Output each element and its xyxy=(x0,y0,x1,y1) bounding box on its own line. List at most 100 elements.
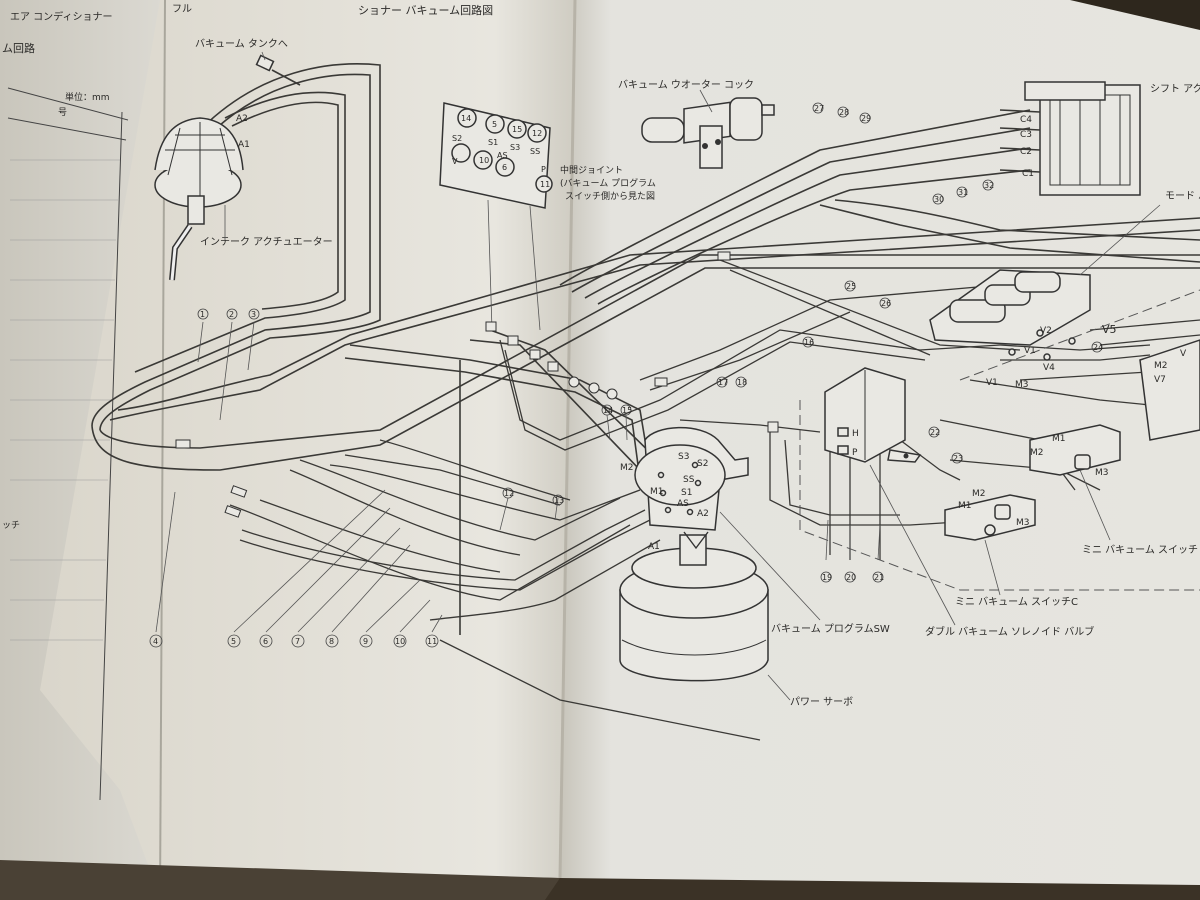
callout-16: 16 xyxy=(804,338,814,347)
power-servo-label: パワー サーボ xyxy=(790,696,853,708)
program-port-as: AS xyxy=(677,499,689,509)
mini-vacuum-switch-c xyxy=(944,494,1036,541)
callout-10: 10 xyxy=(395,637,405,646)
joint-note-1: 中間ジョイント xyxy=(560,164,623,176)
water-cock-label: バキューム ウオーター コック xyxy=(618,79,754,91)
shift-actuator xyxy=(999,81,1141,196)
callout-9: 9 xyxy=(363,637,368,646)
pin-s2: S2 xyxy=(452,134,462,143)
book-spine xyxy=(558,0,577,879)
callout-18: 18 xyxy=(737,378,747,387)
vacuum-tank-label: バキューム タンクへ xyxy=(195,38,288,50)
program-port-s2: S2 xyxy=(697,459,708,469)
callout-20: 20 xyxy=(846,573,856,582)
callout-30: 30 xyxy=(934,195,944,204)
callout-15: 15 xyxy=(622,406,632,415)
mode-actuator xyxy=(929,269,1091,361)
callout-24: 24 xyxy=(1093,343,1103,352)
mode-actuator-label: モード バキ xyxy=(1165,190,1200,202)
mini-right-port-m2: M2 xyxy=(1030,448,1044,458)
mode-port-v2: V2 xyxy=(1040,326,1052,336)
unit-label: 単位：mm xyxy=(65,91,110,103)
callout-22: 22 xyxy=(930,428,940,437)
callout-8: 8 xyxy=(329,637,334,646)
pin-s1: S1 xyxy=(488,138,498,147)
callout-17: 17 xyxy=(718,378,728,387)
shift-actuator-label: シフト アク xyxy=(1150,83,1200,95)
callout-32: 32 xyxy=(984,181,994,190)
callout-21: 21 xyxy=(874,573,884,582)
hose-joints xyxy=(175,251,779,518)
callouts-bottom xyxy=(149,634,439,648)
title-prefix: フル xyxy=(172,4,192,15)
callout-29: 29 xyxy=(861,114,871,123)
pin-v: V xyxy=(452,157,458,166)
callout-28: 28 xyxy=(839,108,849,117)
callout-6: 6 xyxy=(263,637,268,646)
callout-3: 3 xyxy=(251,310,256,319)
left-table-lines xyxy=(7,87,129,801)
mode-label-v5: V5 xyxy=(1102,323,1117,336)
right-port-m2: M2 xyxy=(1154,361,1168,371)
mini-c-port-m2: M2 xyxy=(972,489,986,499)
pin-10: 10 xyxy=(479,156,489,165)
diagram-title: ショナー バキューム回路図 xyxy=(358,4,493,17)
double-solenoid-label: ダブル バキューム ソレノイド バルブ xyxy=(925,625,1094,638)
left-page-heading: エア コンディショナー xyxy=(10,10,112,23)
callout-25: 25 xyxy=(846,282,856,291)
solenoid-port-p: P xyxy=(852,448,858,458)
right-port-v7: V7 xyxy=(1154,375,1166,385)
program-port-m1: M1 xyxy=(650,487,664,497)
program-port-a1: A1 xyxy=(648,542,660,552)
callout-31: 31 xyxy=(958,188,968,197)
shift-port-c4: C4 xyxy=(1020,115,1032,125)
column-mark: 号 xyxy=(58,107,67,118)
double-solenoid-valve xyxy=(824,367,922,463)
mini-switch-right-label: ミニ バキューム スイッチ xyxy=(1082,544,1198,556)
right-edge-actuator xyxy=(1139,339,1200,441)
callout-12: 12 xyxy=(504,489,514,498)
mini-c-port-m1: M1 xyxy=(958,501,972,511)
callout-11: 11 xyxy=(427,637,437,646)
mode-port-v4: V4 xyxy=(1043,363,1055,373)
pin-ss: SS xyxy=(530,147,540,156)
pin-p: P xyxy=(541,165,546,174)
left-page xyxy=(40,0,575,878)
left-page-subheading: ム回路 xyxy=(2,42,35,55)
mini-right-port-m1: M1 xyxy=(1052,434,1066,444)
intake-actuator-label: インテーク アクチュエーター xyxy=(200,236,333,248)
pin-12: 12 xyxy=(532,129,542,138)
right-port-v: V xyxy=(1180,349,1187,359)
callout-leaders xyxy=(155,321,881,633)
callouts-top xyxy=(197,308,260,320)
mini-vacuum-switch-right xyxy=(1029,424,1121,476)
vacuum-hose-bundle xyxy=(91,63,1200,741)
program-port-s3: S3 xyxy=(678,452,689,462)
vacuum-tank-fitting xyxy=(255,54,301,86)
callout-14: 14 xyxy=(603,406,613,415)
callout-2: 2 xyxy=(229,310,234,319)
pin-15: 15 xyxy=(512,125,522,134)
intake-actuator xyxy=(154,117,244,281)
vacuum-program-switch xyxy=(634,426,749,531)
callout-19: 19 xyxy=(822,573,832,582)
program-port-ss: SS xyxy=(683,475,695,485)
mini-c-port-m3: M3 xyxy=(1016,518,1030,528)
program-port-m2: M2 xyxy=(620,463,634,473)
mini-switch-c-label: ミニ バキューム スイッチC xyxy=(955,596,1078,608)
mini-right-port-m3: M3 xyxy=(1095,468,1109,478)
callout-26: 26 xyxy=(881,299,891,308)
callout-4: 4 xyxy=(153,637,158,646)
callout-13: 13 xyxy=(554,496,564,505)
callout-1: 1 xyxy=(200,310,205,319)
mode-port-v1-low: V1 xyxy=(986,378,998,388)
callout-5: 5 xyxy=(231,637,236,646)
callout-23: 23 xyxy=(953,454,963,463)
shift-port-c2: C2 xyxy=(1020,147,1032,157)
power-servo xyxy=(619,531,769,682)
solenoid-port-h: H xyxy=(852,429,859,439)
program-switch-label: バキューム プログラムSW xyxy=(771,622,890,635)
shift-port-c1: C1 xyxy=(1022,169,1034,179)
callout-7: 7 xyxy=(295,637,300,646)
